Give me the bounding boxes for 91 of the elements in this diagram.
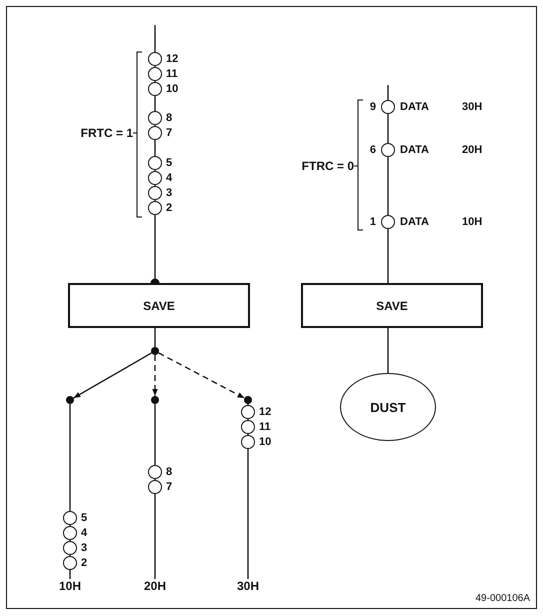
bead-circle <box>148 480 162 494</box>
bead-circle <box>148 67 162 81</box>
connector-line <box>247 449 249 579</box>
junction-dot <box>151 396 159 404</box>
connector-line <box>69 570 71 579</box>
bead-circle <box>381 143 395 157</box>
bead-label: 10 <box>166 83 178 95</box>
connector-line <box>154 96 156 111</box>
bead-circle <box>148 465 162 479</box>
bead-label: 6 <box>370 144 376 156</box>
connector-line <box>154 494 156 579</box>
bead-circle <box>63 556 77 570</box>
bead-label: 4 <box>166 172 172 184</box>
bead-circle <box>63 526 77 540</box>
connector-line <box>154 125 156 126</box>
bead-label: 5 <box>166 157 172 169</box>
bracket-label: FTRC = 0 <box>302 159 354 173</box>
bead-label: 11 <box>166 68 178 80</box>
connector-line <box>154 328 156 347</box>
arrow <box>158 352 245 399</box>
connector-line <box>69 404 71 511</box>
connector-line <box>154 66 156 67</box>
bead-label: 5 <box>81 512 88 524</box>
arrow <box>152 355 158 396</box>
bead-label: 8 <box>166 466 172 478</box>
bead-label: 11 <box>259 421 271 433</box>
connector-line <box>154 25 156 52</box>
bead-label: 3 <box>166 187 172 199</box>
connector-line <box>69 540 71 541</box>
bead-label: 4 <box>81 527 88 539</box>
bead-label: 10 <box>259 436 272 448</box>
bead-label: 1 <box>370 216 376 228</box>
bead-label: 12 <box>166 53 178 65</box>
connector-line <box>247 434 249 435</box>
junction-dot <box>66 396 74 404</box>
connector-line <box>247 404 249 405</box>
address-label: 30H <box>231 579 265 593</box>
connector-line <box>154 200 156 201</box>
address-label: 10H <box>53 579 87 593</box>
bead-circle <box>241 420 255 434</box>
figure-number: 49-000106A <box>476 592 530 606</box>
bead-label: 9 <box>370 101 376 113</box>
connector-line <box>154 479 156 480</box>
connector-line <box>154 140 156 156</box>
junction-dot <box>244 396 252 404</box>
save-box: SAVE <box>68 283 250 328</box>
connector-line <box>247 419 249 420</box>
connector-line <box>387 114 389 143</box>
bead-label: 2 <box>166 202 172 214</box>
bead-circle <box>148 201 162 215</box>
bead-circle <box>148 126 162 140</box>
bead-circle <box>148 171 162 185</box>
bead-label: 8 <box>166 112 172 124</box>
bead-label: 7 <box>166 481 172 493</box>
bead-circle <box>381 100 395 114</box>
bead-label: DATA <box>400 101 429 113</box>
bead-circle <box>381 215 395 229</box>
bead-circle <box>148 156 162 170</box>
bead-circle <box>63 541 77 555</box>
bracket-label: FRTC = 1 <box>80 126 133 140</box>
bead-circle <box>148 52 162 66</box>
connector-line <box>154 81 156 82</box>
connector-line <box>154 185 156 186</box>
connector-line <box>387 85 389 100</box>
bead-label: 30H <box>462 101 482 113</box>
bead-circle <box>241 405 255 419</box>
connector-line <box>69 525 71 526</box>
bead-label: 10H <box>462 216 482 228</box>
bead-label: 20H <box>462 144 482 156</box>
connector-line <box>154 170 156 171</box>
bead-label: DATA <box>400 216 429 228</box>
address-label: 20H <box>138 579 172 593</box>
junction-dot <box>151 347 159 355</box>
connector-line <box>387 157 389 215</box>
bead-label: DATA <box>400 144 429 156</box>
bead-label: 3 <box>81 542 88 554</box>
bead-circle <box>148 82 162 96</box>
bead-label: 2 <box>81 557 88 569</box>
connector-line <box>69 555 71 556</box>
bead-circle <box>148 111 162 125</box>
connector-line <box>154 404 156 465</box>
bead-circle <box>241 435 255 449</box>
dust-ellipse: DUST <box>340 373 436 441</box>
bead-label: 12 <box>259 406 272 418</box>
save-box: SAVE <box>301 283 483 328</box>
bead-circle <box>148 186 162 200</box>
bead-circle <box>63 511 77 525</box>
arrow <box>73 352 152 399</box>
bead-label: 7 <box>166 127 172 139</box>
connector-line <box>387 328 389 373</box>
connector-line <box>387 229 389 283</box>
